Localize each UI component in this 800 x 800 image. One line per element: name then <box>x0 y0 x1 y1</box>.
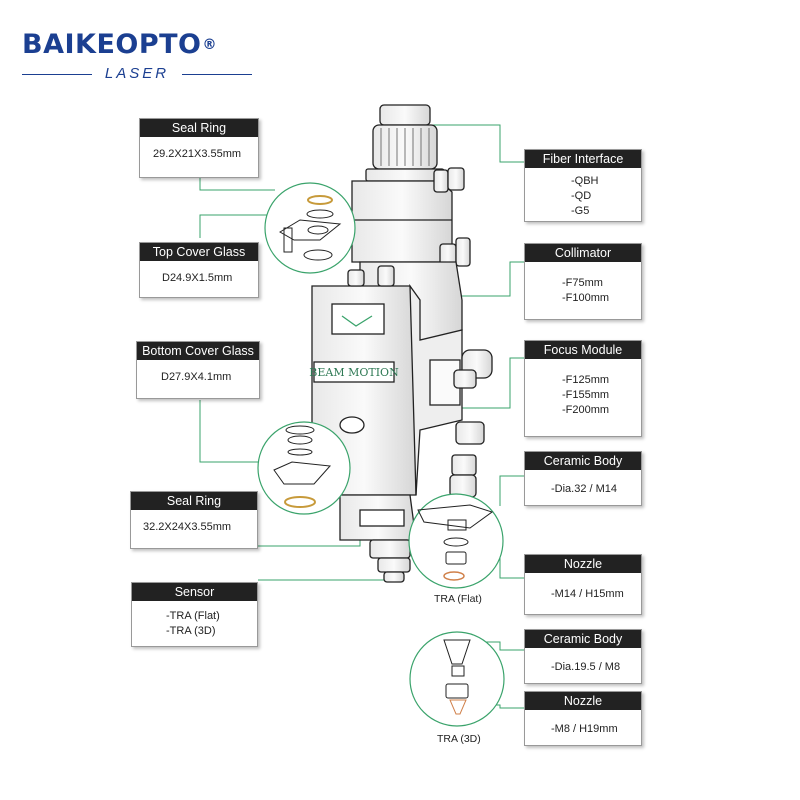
callout-line: -Dia.19.5 / M8 <box>551 661 621 673</box>
collimator-housing <box>351 180 453 263</box>
callout-title: Bottom Cover Glass <box>137 342 259 360</box>
registered-mark: ® <box>202 37 217 53</box>
callout-title: Seal Ring <box>140 119 258 137</box>
brand-rule-right <box>182 74 252 75</box>
leader-bottom-cover-glass <box>199 400 262 463</box>
callout-line: -M8 / H19mm <box>551 723 618 735</box>
callout-line: -F155mm <box>562 389 610 401</box>
callout-title: Sensor <box>132 583 257 601</box>
callout-title: Nozzle <box>525 692 641 710</box>
callout-title: Ceramic Body <box>525 630 641 648</box>
nozzle-holder <box>369 539 411 559</box>
leader-focus-module <box>440 357 525 409</box>
callout-title: Ceramic Body <box>525 452 641 470</box>
callout-line: -G5 <box>571 205 590 217</box>
callout-collimator: Collimator -F75mm -F100mm <box>524 243 642 320</box>
callout-line: -F125mm <box>562 374 610 386</box>
brand-name: BAIKEOPTO® <box>22 29 217 60</box>
leader-fiber-interface <box>430 124 525 163</box>
callout-ceramic-body-1: Ceramic Body -Dia.32 / M14 <box>524 451 642 506</box>
callout-title: Top Cover Glass <box>140 243 258 261</box>
brand-rule-left <box>22 74 92 75</box>
callout-ceramic-body-2: Ceramic Body -Dia.19.5 / M8 <box>524 629 642 684</box>
callout-line: -QBH <box>571 175 599 187</box>
callout-seal-ring-top: Seal Ring 29.2X21X3.55mm <box>139 118 259 178</box>
callout-line: -Dia.32 / M14 <box>551 483 618 495</box>
callout-title: Nozzle <box>525 555 641 573</box>
callout-focus-module: Focus Module -F125mm -F155mm -F200mm <box>524 340 642 437</box>
callout-line: -TRA (Flat) <box>166 610 220 622</box>
logo-plate <box>331 303 385 335</box>
callout-title: Seal Ring <box>131 492 257 510</box>
leader-lines <box>199 124 525 709</box>
fiber-connector-cap <box>379 104 431 126</box>
callout-top-cover-glass: Top Cover Glass D24.9X1.5mm <box>139 242 259 298</box>
caption-tra-flat: TRA (Flat) <box>434 593 482 605</box>
detail-circle-tra-flat <box>408 493 504 589</box>
brand-logo: BAIKEOPTO® LASER <box>22 30 252 84</box>
caption-tra-3d: TRA (3D) <box>437 733 481 745</box>
detail-circle-tra-3d <box>409 631 505 727</box>
product-label-text: BEAM MOTION <box>309 366 399 379</box>
callout-line: -F75mm <box>562 277 603 289</box>
callout-line: -M14 / H15mm <box>551 588 624 600</box>
callout-title: Fiber Interface <box>525 150 641 168</box>
callout-seal-ring-bottom: Seal Ring 32.2X24X3.55mm <box>130 491 258 549</box>
callout-line: -F100mm <box>562 292 610 304</box>
exploded-parts <box>273 195 494 715</box>
callout-title: Focus Module <box>525 341 641 359</box>
callout-title: Collimator <box>525 244 641 262</box>
callout-nozzle-1: Nozzle -M14 / H15mm <box>524 554 642 615</box>
callout-bottom-cover-glass: Bottom Cover Glass D27.9X4.1mm <box>136 341 260 399</box>
leader-top-cover-glass <box>199 214 268 238</box>
leader-collimator <box>440 261 525 297</box>
product-label-plate <box>313 361 395 383</box>
callout-line: -TRA (3D) <box>166 625 216 637</box>
detail-circle-bottom-cover-glass <box>257 421 351 515</box>
callout-line: -F200mm <box>562 404 610 416</box>
callout-nozzle-2: Nozzle -M8 / H19mm <box>524 691 642 746</box>
leader-ceramic-body-1 <box>499 475 525 506</box>
brand-sub: LASER <box>22 64 252 84</box>
callout-sensor: Sensor -TRA (Flat) -TRA (3D) <box>131 582 258 647</box>
callout-line: -QD <box>571 190 592 202</box>
leader-sensor <box>258 560 391 581</box>
leader-ceramic-body-2 <box>480 641 525 651</box>
callout-line: D27.9X4.1mm <box>161 371 232 383</box>
callout-line: 29.2X21X3.55mm <box>153 148 242 160</box>
callout-line: 32.2X24X3.55mm <box>143 521 232 533</box>
callout-line: D24.9X1.5mm <box>162 272 233 284</box>
callout-fiber-interface: Fiber Interface -QBH -QD -G5 <box>524 149 642 222</box>
brand-subtitle: LASER <box>104 65 170 82</box>
